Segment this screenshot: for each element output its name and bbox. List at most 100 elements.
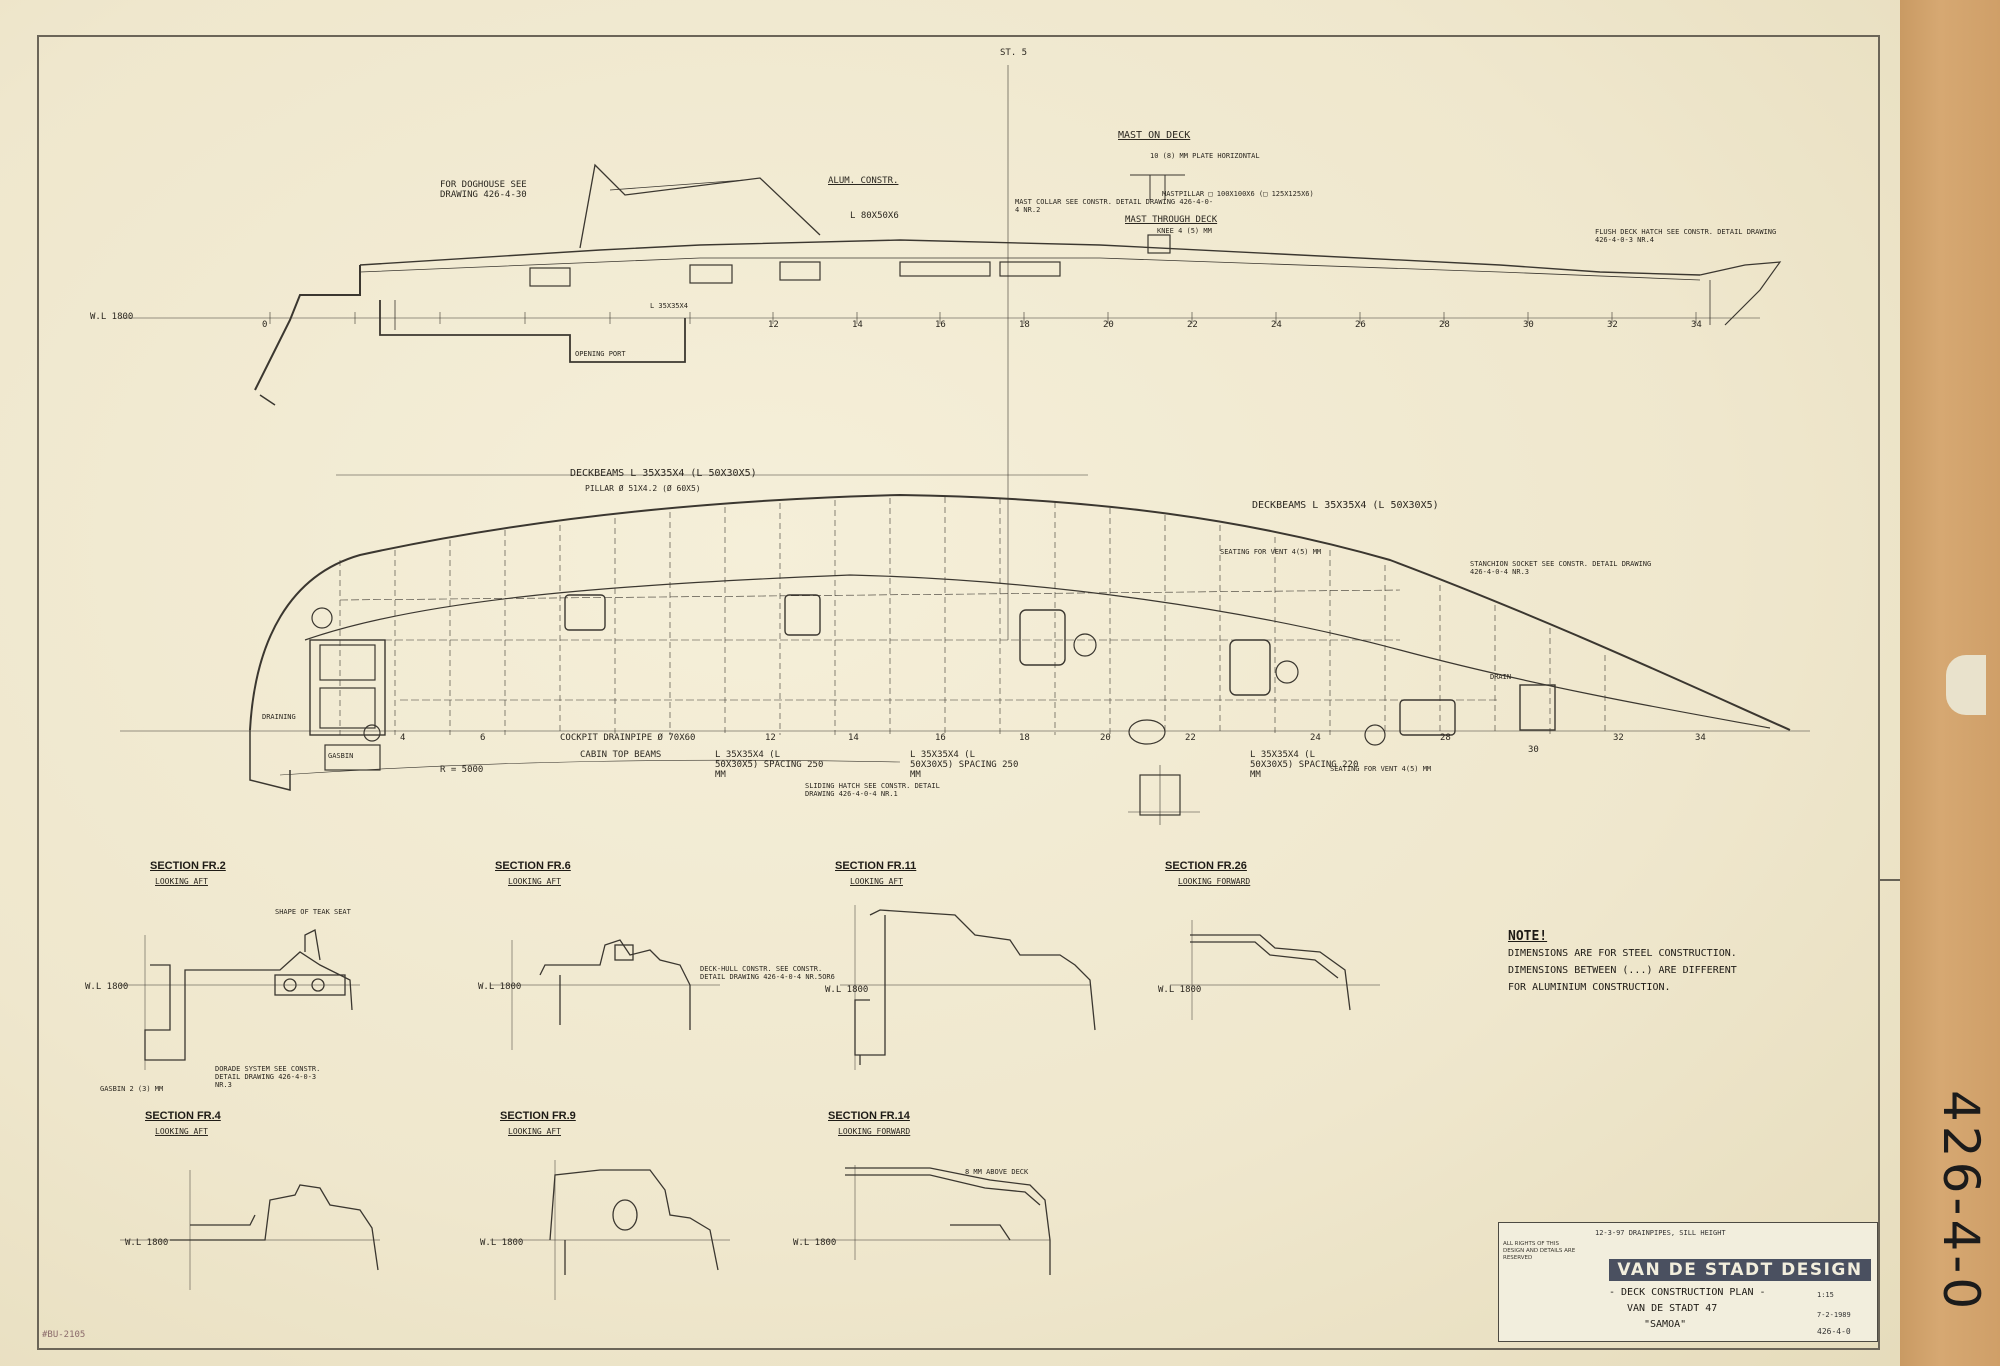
section-title: SECTION FR.14 (828, 1110, 910, 1122)
plate-label: 10 (8) mm PLATE HORIZONTAL (1150, 152, 1260, 160)
frame-number: 30 (1523, 320, 1534, 330)
seating-vent-label: SEATING FOR VENT 4(5) mm (1220, 548, 1322, 556)
frame-number: 12 (765, 733, 776, 743)
stanchion-label: STANCHION SOCKET SEE CONSTR. DETAIL DRAW… (1470, 560, 1652, 576)
above-deck-label: 8 mm ABOVE DECK (965, 1168, 1029, 1176)
frame-number: 18 (1019, 320, 1030, 330)
knee-label: KNEE 4 (5) mm (1157, 227, 1212, 235)
section-title: SECTION FR.6 (495, 860, 571, 872)
section-title: SECTION FR.4 (145, 1110, 221, 1122)
note-line: DIMENSIONS ARE FOR STEEL CONSTRUCTION. (1508, 948, 1737, 959)
section-fr4 (120, 1184, 380, 1271)
mast-pillar-label: MASTPILLAR □ 100x100x6 (□ 125x125x6) (1162, 190, 1314, 198)
section-subtitle: LOOKING AFT (850, 877, 903, 886)
frame-number: 12 (768, 320, 779, 330)
sliding-hatch-label: SLIDING HATCH SEE CONSTR. DETAIL DRAWING… (805, 782, 940, 798)
frame-number: 32 (1607, 320, 1618, 330)
waterline-label: W.L 1800 (85, 982, 129, 992)
section-subtitle: LOOKING AFT (508, 1127, 561, 1136)
frame-number: 20 (1103, 320, 1114, 330)
section-title: SECTION FR.11 (835, 860, 917, 872)
angle-80-label: L 80x50x6 (850, 211, 899, 221)
deck-hull-label: DECK-HULL CONSTR. SEE CONSTR. DETAIL DRA… (700, 965, 835, 981)
title-block: 12-3-97 DRAINPIPES, SILL HEIGHT ALL RIGH… (1498, 1222, 1878, 1342)
deck-plan-view (120, 474, 1810, 825)
station-label: ST. 5 (1000, 48, 1028, 58)
frame-number: 22 (1185, 733, 1196, 743)
frame-number: 24 (1271, 320, 1282, 330)
deck-profile-view (120, 163, 1782, 406)
cockpit-drainpipe-label: COCKPIT DRAINPIPE Ø 70x60 (560, 733, 696, 743)
section-subtitle: LOOKING FORWARD (838, 1127, 911, 1136)
frame-number: 0 (262, 320, 268, 330)
section-fr2 (120, 929, 360, 1061)
draining-label: DRAINING (262, 713, 296, 721)
gasbin-thickness-label: GASBIN 2 (3) mm (100, 1085, 164, 1093)
section-title: SECTION FR.2 (150, 860, 226, 872)
frame-number: 20 (1100, 733, 1111, 743)
studio-logo: VAN DE STADT DESIGN (1609, 1259, 1871, 1281)
spacing-label: L 35x35x4 (L 50x30x5) SPACING 220 mm (1250, 750, 1359, 780)
drawing-border (37, 35, 1880, 1350)
section-subtitle: LOOKING AFT (155, 1127, 208, 1136)
mast-through-deck-label: MAST THROUGH DECK (1125, 215, 1218, 225)
spacing-label: L 35x35x4 (L 50x30x5) SPACING 250 mm (910, 750, 1019, 780)
frame-number: 26 (1355, 320, 1366, 330)
note-title: NOTE! (1508, 929, 1548, 944)
section-subtitle: LOOKING AFT (508, 877, 561, 886)
radius-label: R = 5000 (440, 765, 484, 775)
waterline-label: W.L 1800 (1158, 985, 1202, 995)
rights-notice: ALL RIGHTS OF THIS DESIGN AND DETAILS AR… (1503, 1241, 1576, 1261)
waterline-label: W.L 1800 (825, 985, 869, 995)
frame-number: 14 (852, 320, 863, 330)
technical-drawing (120, 65, 1900, 1300)
frame-number: 34 (1691, 320, 1702, 330)
opening-port-label: OPENING PORT (575, 350, 626, 358)
pillar-label: PILLAR Ø 51x4.2 (Ø 60x5) (585, 484, 701, 493)
scale-value: 1:15 (1817, 1291, 1834, 1299)
frame-number: 16 (935, 320, 946, 330)
frame-number: 34 (1695, 733, 1706, 743)
construction-note: NOTE! DIMENSIONS ARE FOR STEEL CONSTRUCT… (1508, 928, 1737, 996)
section-subtitle: LOOKING AFT (155, 877, 208, 886)
section-title: SECTION FR.9 (500, 1110, 576, 1122)
alum-constr-label: ALUM. CONSTR. (828, 176, 899, 186)
archive-stamp: #BU-2105 (42, 1330, 86, 1340)
section-fr14 (800, 1167, 1051, 1275)
section-subtitle: LOOKING FORWARD (1178, 877, 1251, 886)
yacht-model: VAN DE STADT 47 (1627, 1303, 1718, 1314)
cabin-top-beams-label: CABIN TOP BEAMS (580, 750, 662, 760)
frame-number: 28 (1439, 320, 1450, 330)
section-fr6 (490, 939, 720, 1030)
frame-number: 30 (1528, 745, 1539, 755)
frame-number: 28 (1440, 733, 1451, 743)
section-fr9 (490, 1169, 730, 1275)
drain-label: DRAIN (1490, 673, 1512, 681)
section-fr26 (1170, 934, 1380, 1011)
frame-number: 16 (935, 733, 946, 743)
drawing-sheet (0, 0, 1900, 1366)
seating-vent-bottom-label: SEATING FOR VENT 4(5) mm (1330, 765, 1432, 773)
waterline-label: W.L 1800 (478, 982, 522, 992)
frame-number: 14 (848, 733, 859, 743)
tab-notch (1946, 655, 1986, 715)
deckbeams-label: DECKBEAMS L 35x35x4 (L 50x30x5) (570, 468, 757, 479)
note-line: FOR ALUMINIUM CONSTRUCTION. (1508, 982, 1671, 993)
frame-number: 24 (1310, 733, 1321, 743)
section-drawings (120, 909, 1380, 1275)
frame-number: 18 (1019, 733, 1030, 743)
section-title: SECTION FR.26 (1165, 860, 1247, 872)
drawing-title: - DECK CONSTRUCTION PLAN - (1609, 1287, 1766, 1298)
waterline-label: W.L 1800 (90, 312, 134, 322)
frame-number: 22 (1187, 320, 1198, 330)
mast-on-deck-label: MAST ON DECK (1118, 130, 1191, 141)
flush-hatch-label: FLUSH DECK HATCH SEE CONSTR. DETAIL DRAW… (1595, 228, 1777, 244)
frame-number: 6 (480, 733, 486, 743)
section-fr11 (840, 909, 1096, 1065)
frame-number: 32 (1613, 733, 1624, 743)
deckbeams-label-2: DECKBEAMS L 35x35x4 (L 50x30x5) (1252, 500, 1439, 511)
gasbin-label: GASBIN (328, 752, 354, 760)
mast-collar-label: MAST COLLAR SEE CONSTR. DETAIL DRAWING 4… (1015, 198, 1214, 214)
spacing-label: L 35x35x4 (L 50x30x5) SPACING 250 mm (715, 750, 824, 780)
doghouse-label: FOR DOGHOUSE SEE DRAWING 426-4-30 (440, 180, 527, 200)
